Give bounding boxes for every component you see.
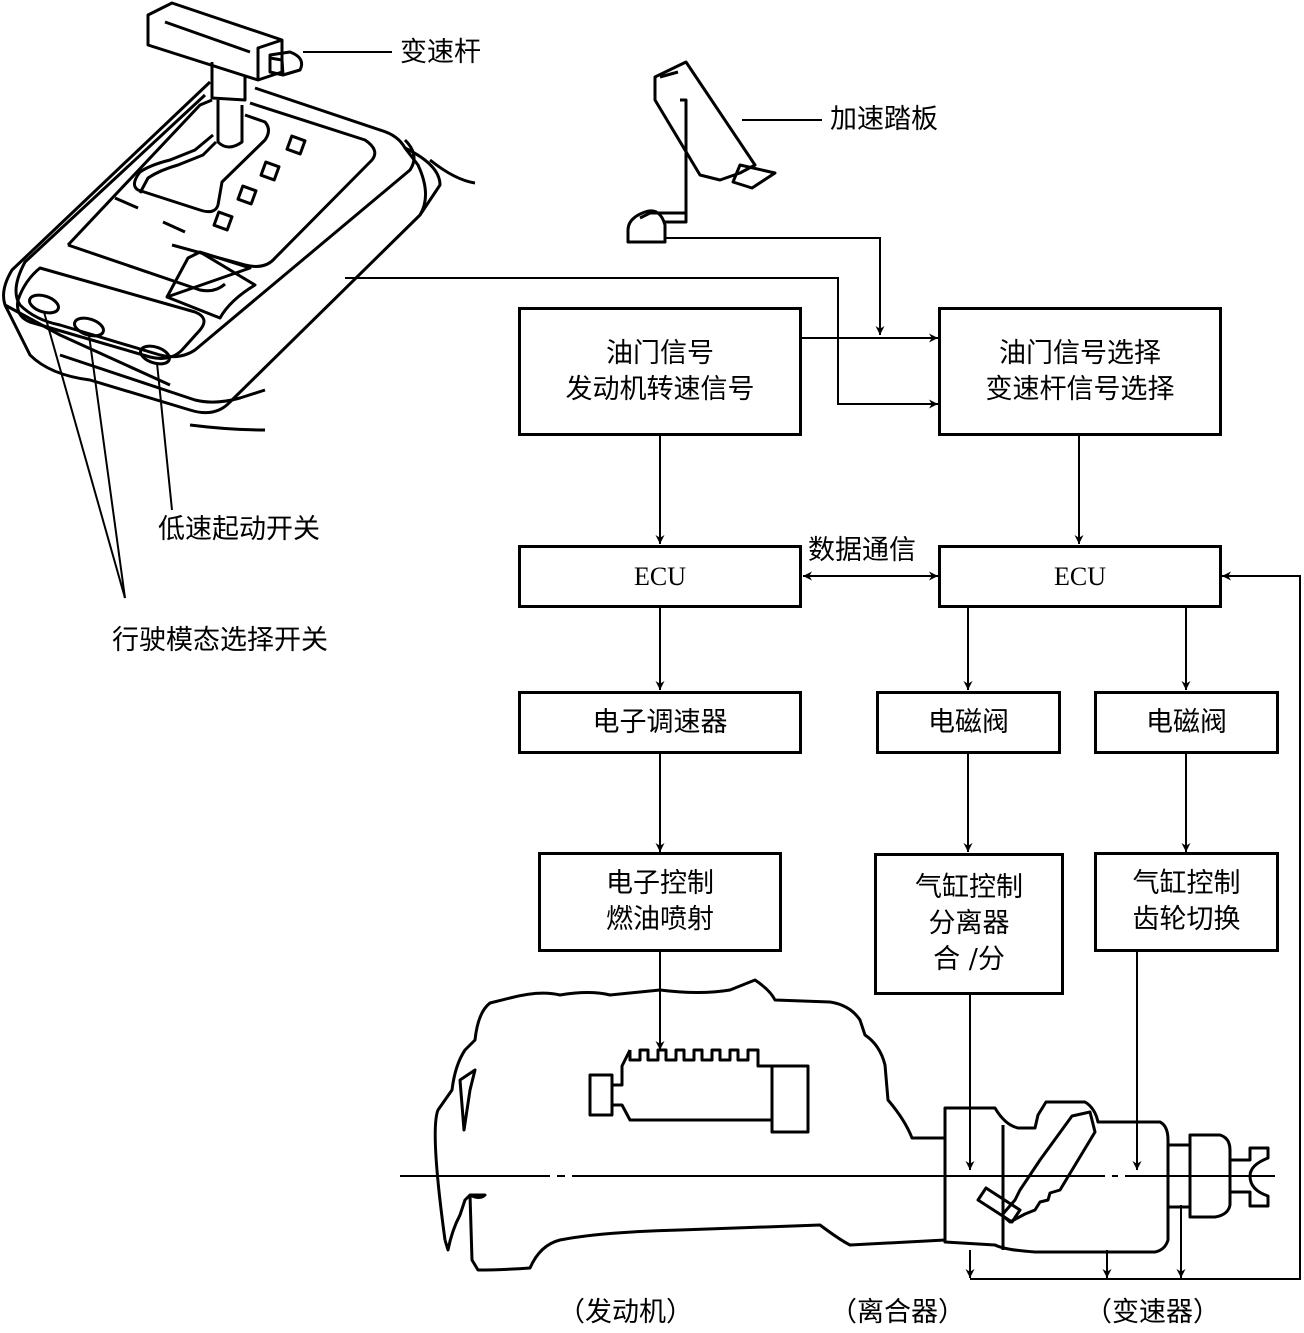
gear-cylinder-text: 气缸控制 齿轮切换: [1132, 868, 1241, 935]
connection-lines: [345, 237, 1301, 1280]
fuel-injection-text: 电子控制 燃油喷射: [606, 868, 714, 935]
powertrain-illustration: [433, 978, 1270, 1272]
engine-caption: （发动机）: [558, 1297, 693, 1328]
electronic-governor-box: 电子调速器: [518, 691, 802, 754]
shift-lever-label: 变速杆: [400, 37, 481, 68]
clutch-cylinder-box: 气缸控制 分离器 合 /分: [874, 853, 1064, 995]
fuel-injection-box: 电子控制 燃油喷射: [538, 852, 782, 952]
data-comm-label: 数据通信: [808, 535, 916, 566]
solenoid-valve-1-text: 电磁阀: [928, 706, 1009, 738]
ecu-right-box: ECU: [938, 545, 1222, 608]
solenoid-valve-2-text: 电磁阀: [1146, 706, 1227, 738]
callout-leaders: [43, 51, 392, 599]
shift-console-illustration: [2, 1, 476, 432]
engine-signals-box: 油门信号 发动机转速信号: [518, 307, 802, 436]
low-speed-start-switch-label: 低速起动开关: [158, 514, 320, 545]
signal-selection-text: 油门信号选择 变速杆信号选择: [985, 337, 1175, 405]
accelerator-pedal-label: 加速踏板: [830, 104, 938, 135]
ecu-left-box: ECU: [518, 545, 802, 608]
drive-mode-select-switch-label: 行驶模态选择开关: [112, 625, 328, 656]
solenoid-valve-1-box: 电磁阀: [876, 691, 1061, 754]
clutch-caption: （离合器）: [830, 1297, 965, 1328]
electronic-governor-text: 电子调速器: [592, 706, 728, 738]
accelerator-pedal-illustration: [626, 60, 777, 244]
engine-signals-text: 油门信号 发动机转速信号: [565, 337, 755, 405]
clutch-cylinder-text: 气缸控制 分离器 合 /分: [915, 872, 1023, 975]
gear-cylinder-box: 气缸控制 齿轮切换: [1094, 852, 1279, 952]
ecu-right-text: ECU: [1054, 561, 1106, 591]
ecu-left-text: ECU: [634, 561, 686, 591]
gearbox-caption: （变速器）: [1085, 1297, 1220, 1328]
signal-selection-box: 油门信号选择 变速杆信号选择: [938, 307, 1222, 436]
solenoid-valve-2-box: 电磁阀: [1094, 691, 1279, 754]
